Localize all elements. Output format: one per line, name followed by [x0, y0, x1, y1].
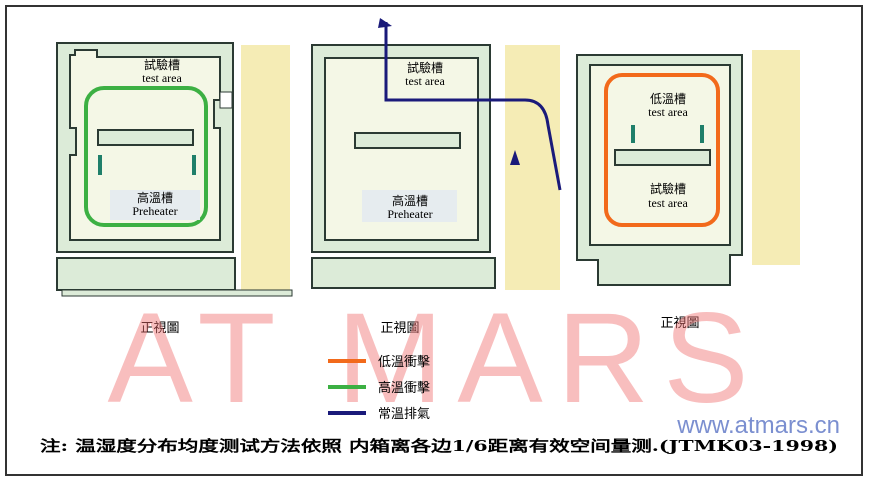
bottom-label-en: Preheater — [387, 207, 432, 221]
legend-label: 低溫衝擊 — [378, 354, 430, 370]
divider-plate — [97, 129, 194, 146]
chamber-base — [311, 257, 496, 289]
label-bg — [110, 190, 200, 220]
side-strip — [505, 45, 560, 290]
legend-label: 高溫衝擊 — [378, 380, 430, 396]
panel-3-cold-chamber: 低溫槽 test area 試驗槽 test area 正視圖 — [576, 50, 800, 331]
watermark-logo: AT MARS — [107, 287, 762, 430]
chamber-base — [56, 257, 236, 291]
frame-border — [5, 5, 863, 476]
sensor — [192, 155, 196, 175]
panel-2-exhaust-chamber: 試驗槽 test area 高溫槽 Preheater 正視圖 — [311, 18, 562, 336]
label-bg — [362, 190, 457, 222]
top-label-en: test area — [142, 71, 182, 85]
footnote: 注: 温湿度分布均度测试方法依照 内箱离各边1/6距离有效空间量测.(JTMK0… — [40, 437, 838, 455]
bottom-label-cn: 高溫槽 — [392, 193, 428, 208]
top-label-cn: 試驗槽 — [407, 60, 443, 75]
bottom-label-en: Preheater — [132, 204, 177, 218]
sensor — [700, 125, 704, 143]
top-label-en: test area — [405, 74, 445, 88]
legend-label: 常溫排氣 — [378, 407, 430, 422]
top-label-cn: 試驗槽 — [144, 57, 180, 72]
base-plate — [61, 289, 293, 297]
bottom-label-cn: 高溫槽 — [137, 190, 173, 205]
high-temp-airflow-loop — [84, 86, 208, 227]
vent — [219, 91, 233, 109]
low-temp-airflow-loop — [604, 73, 720, 227]
panel-1-preheater-chamber: 試驗槽 test area 高溫槽 Preheater 正視圖 — [56, 42, 293, 336]
caption: 正視圖 — [140, 321, 179, 336]
top-label-cn: 低溫槽 — [650, 92, 686, 106]
caption: 正視圖 — [380, 321, 419, 336]
watermark-url: www.atmars.cn — [676, 412, 840, 439]
legend: 低溫衝擊 高溫衝擊 常溫排氣 — [328, 354, 430, 422]
divider-plate — [354, 132, 461, 149]
sensor — [631, 125, 635, 143]
arrow-head-icon — [510, 150, 520, 165]
arrow-head-icon — [378, 18, 392, 28]
top-label-en: test area — [648, 105, 688, 119]
divider-plate — [614, 149, 711, 166]
sensor — [98, 155, 102, 175]
side-strip — [241, 45, 290, 292]
side-strip — [752, 50, 800, 265]
bottom-label-en: test area — [648, 196, 688, 210]
caption: 正視圖 — [660, 316, 699, 331]
ambient-exhaust-path — [384, 22, 562, 191]
bottom-label-cn: 試驗槽 — [650, 181, 686, 196]
